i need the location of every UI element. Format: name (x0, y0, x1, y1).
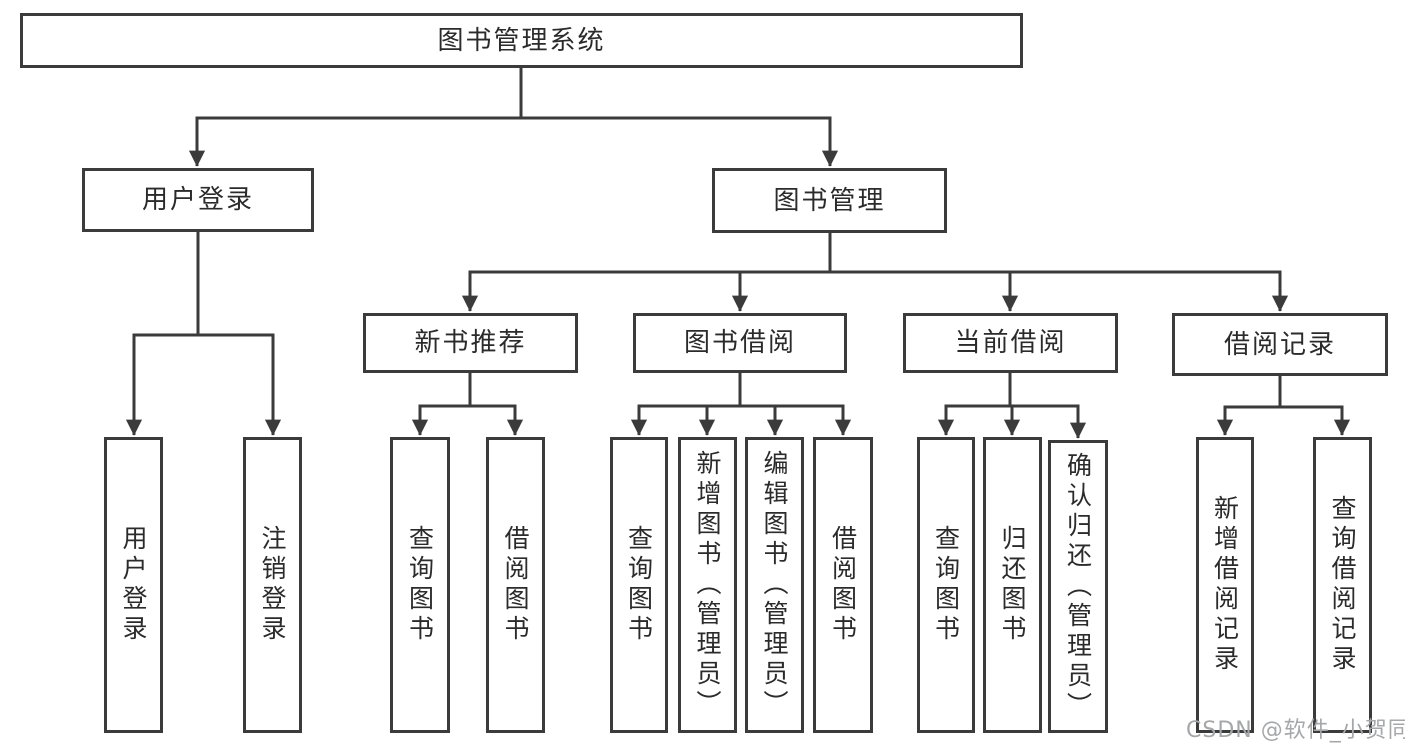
leaf-logout: 注销登录 (243, 437, 302, 733)
leaf-query-books-2: 查询图书 (610, 437, 668, 733)
node-new-book-recommend: 新书推荐 (363, 313, 578, 373)
leaf-add-books-admin: 新增图书（管理员） (678, 437, 737, 733)
leaf-return-books: 归还图书 (983, 437, 1042, 733)
leaf-confirm-return-admin: 确认归还（管理员） (1048, 440, 1108, 733)
leaf-add-borrow-record: 新增借阅记录 (1196, 437, 1254, 733)
leaf-user-login: 用户登录 (104, 437, 163, 733)
node-current-borrow: 当前借阅 (903, 313, 1118, 373)
node-library-management-system: 图书管理系统 (20, 13, 1023, 68)
leaf-borrow-books-2: 借阅图书 (813, 437, 873, 733)
leaf-edit-books-admin: 编辑图书（管理员） (745, 437, 804, 733)
leaf-query-borrow-record: 查询借阅记录 (1313, 437, 1372, 733)
leaf-query-books-3: 查询图书 (917, 437, 975, 733)
node-book-management: 图书管理 (712, 168, 947, 233)
node-book-borrow: 图书借阅 (633, 313, 847, 373)
watermark: CSDN @软件_小贺同学 (1186, 718, 1405, 743)
leaf-borrow-books: 借阅图书 (486, 437, 545, 733)
leaf-query-books: 查询图书 (390, 437, 450, 733)
node-borrow-records: 借阅记录 (1172, 313, 1388, 376)
node-user-login: 用户登录 (82, 168, 314, 232)
